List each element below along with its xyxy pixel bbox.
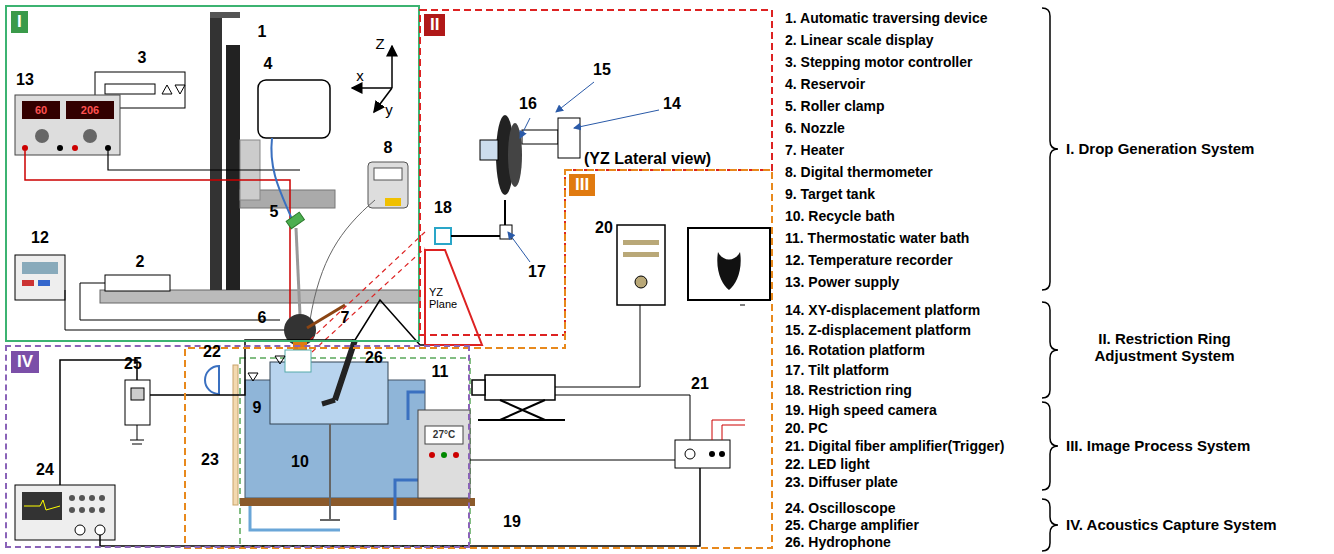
callout-number: 25: [124, 355, 142, 373]
view-caption: (YZ Lateral view): [584, 150, 711, 168]
region-tag: I: [11, 11, 28, 33]
legend-entry: 16. Rotation platform: [785, 342, 925, 358]
callout-number: 19: [503, 513, 521, 531]
display-reading: 60: [35, 104, 47, 117]
callout-number: 7: [341, 309, 350, 327]
region-tag: III: [569, 174, 595, 196]
region-tag: IV: [11, 351, 39, 373]
display-reading: 27°C: [433, 429, 455, 441]
system-name: III. Image Process System: [1066, 437, 1250, 454]
legend-entry: 12. Temperature recorder: [785, 252, 953, 268]
callout-number: 22: [203, 343, 221, 361]
legend-entry: 13. Power supply: [785, 274, 899, 290]
legend-entry: 10. Recycle bath: [785, 208, 895, 224]
callout-number: 16: [519, 95, 537, 113]
region-outline: [420, 10, 772, 335]
system-name: II. Restriction Ring Adjustment System: [1062, 330, 1267, 365]
axis-label: x: [356, 67, 364, 84]
system-region: II: [420, 10, 772, 335]
legend-entry: 19. High speed camera: [785, 402, 937, 418]
legend-entry: 18. Restriction ring: [785, 382, 912, 398]
plane-label: YZ Plane: [429, 286, 465, 310]
legend-entry: 8. Digital thermometer: [785, 164, 933, 180]
axis-label: y: [385, 101, 393, 118]
system-region: I: [5, 5, 420, 342]
axis-label: Z: [375, 35, 384, 52]
callout-number: 24: [36, 461, 54, 479]
legend-entry: 9. Target tank: [785, 186, 875, 202]
legend-entry: 5. Roller clamp: [785, 98, 885, 114]
callout-number: 3: [138, 49, 147, 67]
legend-entry: 14. XY-displacement platform: [785, 302, 980, 318]
callout-number: 13: [16, 71, 34, 89]
legend-entry: 24. Oscilloscope: [785, 500, 896, 516]
region-tag: II: [424, 14, 445, 36]
callout-number: 14: [663, 95, 681, 113]
legend-entry: 7. Heater: [785, 142, 844, 158]
callout-number: 2: [136, 253, 145, 271]
callout-number: 15: [593, 61, 611, 79]
callout-number: 10: [291, 453, 309, 471]
system-region: IV: [5, 345, 470, 548]
legend-entry: 2. Linear scale display: [785, 32, 934, 48]
callout-number: 8: [384, 139, 393, 157]
callout-number: 5: [270, 203, 279, 221]
legend-entry: 20. PC: [785, 420, 828, 436]
legend-entry: 21. Digital fiber amplifier(Trigger): [785, 438, 1004, 454]
legend-entry: 11. Thermostatic water bath: [785, 230, 969, 246]
legend-entry: 15. Z-displacement platform: [785, 322, 971, 338]
region-outline: [185, 170, 772, 548]
callout-number: 18: [434, 199, 452, 217]
system-region: III: [185, 170, 772, 548]
legend-entry: 6. Nozzle: [785, 120, 845, 136]
callout-number: 20: [595, 219, 613, 237]
callout-number: 9: [253, 399, 262, 417]
legend-entry: 26. Hydrophone: [785, 534, 891, 550]
legend-entry: 22. LED light: [785, 456, 870, 472]
legend-entry: 25. Charge amplifier: [785, 517, 919, 533]
system-name: I. Drop Generation System: [1066, 140, 1254, 157]
legend-entry: 3. Stepping motor controller: [785, 54, 972, 70]
legend-entry: 17. Tilt platform: [785, 362, 889, 378]
callout-number: 23: [201, 451, 219, 469]
callout-number: 6: [258, 309, 267, 327]
system-name: IV. Acoustics Capture System: [1066, 516, 1277, 533]
callout-number: 26: [365, 349, 383, 367]
callout-number: 12: [31, 229, 49, 247]
legend-entry: 23. Diffuser plate: [785, 474, 898, 490]
callout-number: 4: [264, 55, 273, 73]
callout-number: 17: [528, 263, 546, 281]
legend-entry: 4. Reservoir: [785, 76, 865, 92]
legend-entry: 1. Automatic traversing device: [785, 10, 988, 26]
display-reading: 206: [81, 104, 99, 117]
callout-number: 1: [258, 23, 267, 41]
callout-number: 11: [432, 363, 449, 381]
callout-number: 21: [691, 375, 709, 393]
